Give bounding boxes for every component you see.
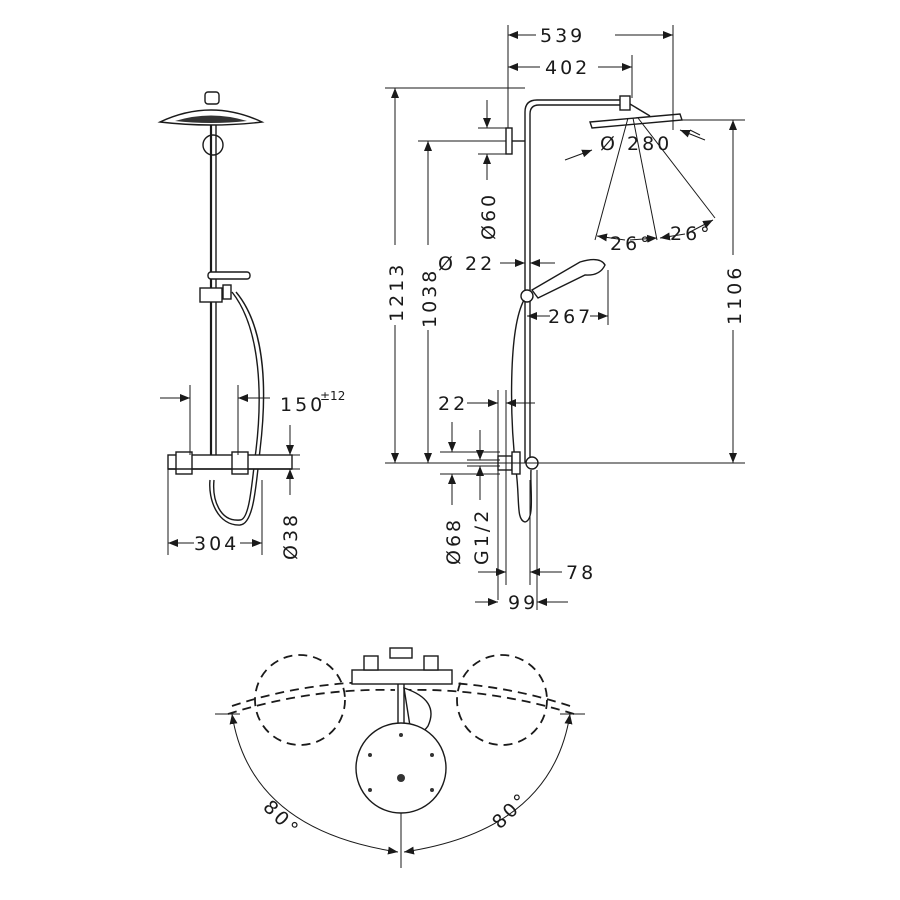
dim-99: 99	[508, 592, 538, 614]
dim-38-diameter: Ø38	[280, 512, 302, 560]
hose-front	[213, 291, 260, 521]
dim-angle-26-right: 26°	[670, 223, 713, 245]
overhead-shower-side	[589, 95, 683, 129]
dim-22: 22	[438, 393, 468, 415]
dim-68-diameter: Ø68	[443, 517, 465, 565]
shower-pole-side	[524, 99, 622, 463]
dim-1038: 1038	[419, 268, 441, 328]
dim-1106: 1106	[724, 265, 746, 325]
dim-1213: 1213	[386, 262, 408, 322]
wall-bracket-side	[505, 127, 525, 155]
dim-150: 150	[280, 394, 325, 416]
dim-60-diameter: Ø60	[478, 192, 500, 240]
overhead-shower-front	[157, 91, 265, 156]
dim-78: 78	[566, 562, 596, 584]
top-view: 80° 80°	[215, 647, 585, 868]
hose-side	[510, 299, 533, 523]
dim-angle-26-left: 26°	[610, 233, 653, 255]
swivel-position-right	[456, 654, 548, 746]
angle-80-right: 80°	[488, 788, 534, 834]
dim-thread-g12: G1/2	[471, 508, 493, 565]
dim-539: 539	[540, 25, 585, 47]
dim-402: 402	[545, 57, 590, 79]
hand-shower-side	[520, 258, 606, 303]
dim-22-diameter: Ø 22	[438, 253, 495, 275]
dim-267: 267	[548, 306, 593, 328]
side-view: 539 402 Ø 280 26° 26° Ø60 1213 1038	[385, 25, 746, 614]
dim-304: 304	[194, 533, 239, 555]
swivel-position-left	[254, 654, 346, 746]
dim-150-tolerance: ±12	[320, 389, 345, 403]
front-view: 150 ±12 304 Ø38	[157, 91, 345, 560]
soap-shelf-front	[199, 271, 251, 303]
dim-280-diameter: Ø 280	[600, 133, 672, 155]
thermostat-front	[167, 451, 293, 475]
angle-80-left: 80°	[258, 796, 304, 842]
